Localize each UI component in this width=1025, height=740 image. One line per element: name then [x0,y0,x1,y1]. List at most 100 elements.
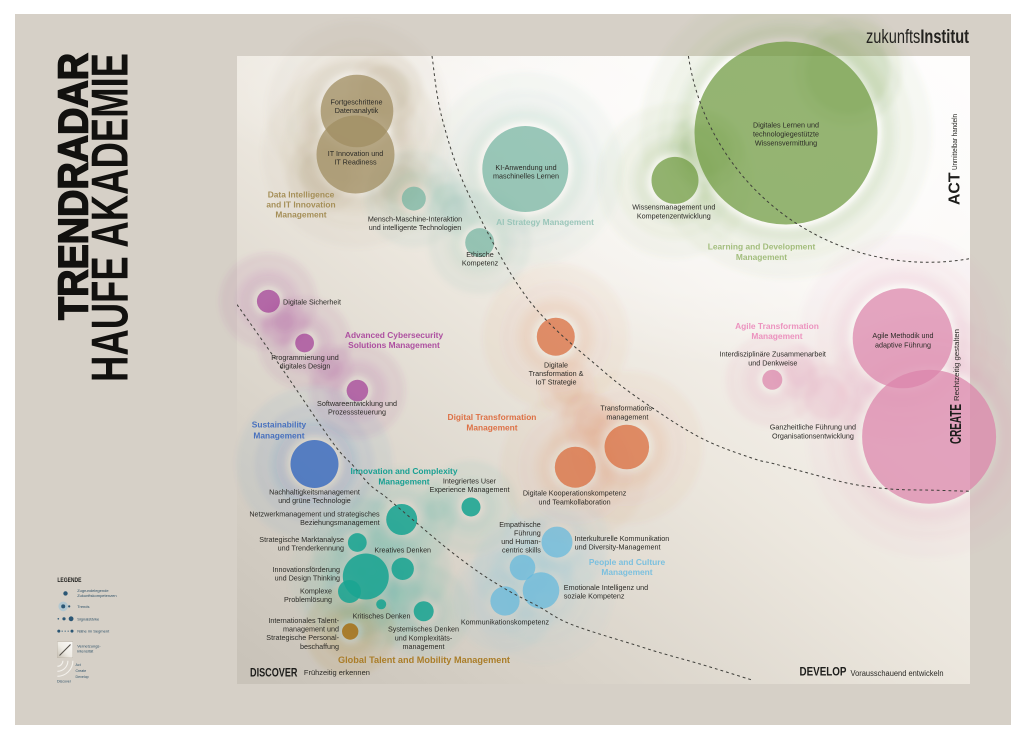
svg-text:und Design Thinking: und Design Thinking [275,574,340,583]
svg-text:und Trenderkennung: und Trenderkennung [278,544,344,553]
svg-text:Strategische Personal-: Strategische Personal- [266,633,339,642]
svg-text:Führung: Führung [514,529,541,538]
svg-text:HAUFE AKADEMIE: HAUFE AKADEMIE [82,53,140,382]
svg-text:Trends: Trends [77,604,89,609]
svg-text:digitales Design: digitales Design [280,362,331,371]
svg-text:TRENDRADAR: TRENDRADAR [49,53,96,320]
svg-text:Management: Management [751,331,802,341]
svg-text:Beziehungsmanagement: Beziehungsmanagement [300,518,380,527]
svg-text:Transformation &: Transformation & [529,369,584,378]
svg-text:Problemlösung: Problemlösung [284,595,332,604]
svg-text:beschaffung: beschaffung [300,642,339,651]
svg-text:Kompetenzentwicklung: Kompetenzentwicklung [637,212,711,221]
svg-text:Global Talent and Mobility Man: Global Talent and Mobility Management [338,655,510,665]
svg-text:Discover: Discover [57,679,72,683]
svg-text:Advanced Cybersecurity: Advanced Cybersecurity [345,330,444,340]
svg-text:Internationales Talent-: Internationales Talent- [268,616,339,625]
svg-text:Komplexe: Komplexe [300,587,332,596]
svg-text:Datenanalytik: Datenanalytik [335,106,379,115]
svg-text:LEGENDE: LEGENDE [57,577,81,584]
svg-text:Management: Management [253,431,304,441]
svg-text:adaptive Führung: adaptive Führung [875,341,931,350]
svg-text:Organisationsentwicklung: Organisationsentwicklung [772,432,854,441]
svg-text:Management: Management [275,210,326,220]
svg-text:Agile Transformation: Agile Transformation [735,321,819,331]
svg-text:technologiegestützte: technologiegestützte [753,130,819,139]
svg-text:and IT Innovation: and IT Innovation [266,200,335,210]
svg-text:Rechtzeitig gestalten: Rechtzeitig gestalten [952,329,961,401]
svg-text:Frühzeitig erkennen: Frühzeitig erkennen [304,668,370,677]
svg-text:Digitale: Digitale [544,361,568,370]
svg-text:Learning and Development: Learning and Development [708,241,816,251]
svg-text:Strategische Marktanalyse: Strategische Marktanalyse [259,535,344,544]
svg-text:und intelligente Technologien: und intelligente Technologien [369,223,462,232]
svg-text:Zugrundelegende: Zugrundelegende [77,588,109,593]
svg-text:DEVELOP: DEVELOP [800,667,847,679]
svg-text:Empathische: Empathische [499,520,541,529]
svg-text:Ganzheitliche Führung und: Ganzheitliche Führung und [770,423,856,432]
svg-text:Programmierung und: Programmierung und [271,353,339,362]
svg-text:intensität: intensität [77,649,94,654]
svg-text:Management: Management [601,567,652,577]
svg-text:Experience Management: Experience Management [430,485,510,494]
svg-text:Vorausschauend entwickeln: Vorausschauend entwickeln [851,669,944,678]
svg-text:management: management [403,642,445,651]
svg-text:IoT Strategie: IoT Strategie [535,378,576,387]
svg-text:management und: management und [283,625,339,634]
svg-text:Signalstärke: Signalstärke [77,616,100,621]
svg-text:Solutions Management: Solutions Management [348,340,440,350]
svg-text:Agile Methodik und: Agile Methodik und [872,331,933,340]
svg-text:Wissensvermittlung: Wissensvermittlung [755,139,817,148]
svg-text:Prozesssteuerung: Prozesssteuerung [328,408,386,417]
svg-text:ACT: ACT [947,172,964,205]
svg-text:Kompetenz: Kompetenz [462,259,499,268]
svg-text:Mensch-Maschine-Interaktion: Mensch-Maschine-Interaktion [368,215,462,224]
svg-text:IT Innovation und: IT Innovation und [328,149,383,158]
svg-text:KI-Anwendung und: KI-Anwendung und [495,163,556,172]
svg-text:Data Intelligence: Data Intelligence [268,190,335,200]
svg-text:Interdisziplinäre Zusammenarbe: Interdisziplinäre Zusammenarbeit [720,350,826,359]
svg-text:zukunftsInstitut: zukunftsInstitut [866,27,970,48]
svg-text:Interkulturelle Kommunikation: Interkulturelle Kommunikation [575,534,670,543]
svg-text:Kritisches Denken: Kritisches Denken [353,612,411,621]
svg-text:Create: Create [76,669,87,673]
svg-text:IT Readiness: IT Readiness [334,158,377,167]
svg-text:Digitale Sicherheit: Digitale Sicherheit [283,298,341,307]
svg-text:Digital Transformation: Digital Transformation [448,412,537,422]
svg-text:People and Culture: People and Culture [589,557,666,567]
svg-text:Management: Management [466,423,517,433]
svg-text:Integriertes User: Integriertes User [443,477,497,486]
svg-text:maschinelles Lernen: maschinelles Lernen [493,172,559,181]
svg-text:Management: Management [736,252,787,262]
svg-text:Nachhaltigkeitsmanagement: Nachhaltigkeitsmanagement [269,488,360,497]
svg-text:Develop: Develop [76,675,89,679]
svg-text:und Komplexitäts-: und Komplexitäts- [395,633,453,642]
svg-text:Zukunftskompetenzen: Zukunftskompetenzen [77,593,116,598]
svg-text:Emotionale Intelligenz und: Emotionale Intelligenz und [564,583,648,592]
svg-text:Kommunikationskompetenz: Kommunikationskompetenz [461,618,550,627]
svg-text:und Human-: und Human- [501,537,541,546]
svg-text:AI Strategy Management: AI Strategy Management [496,217,594,227]
svg-text:Digitale Kooperationskompetenz: Digitale Kooperationskompetenz [523,489,627,498]
svg-text:Fortgeschrittene: Fortgeschrittene [331,97,383,106]
svg-text:Unmittelbar handeln: Unmittelbar handeln [950,114,959,170]
svg-text:Wissensmanagement und: Wissensmanagement und [632,203,715,212]
svg-text:Kreatives Denken: Kreatives Denken [374,546,431,555]
svg-text:soziale Kompetenz: soziale Kompetenz [564,592,625,601]
svg-text:management: management [606,413,648,422]
svg-text:Vernetzungs-: Vernetzungs- [77,644,101,649]
svg-text:Nähe im Segment: Nähe im Segment [77,629,110,634]
svg-text:CREATE: CREATE [948,404,965,444]
svg-text:Netzwerkmanagement und strateg: Netzwerkmanagement und strategisches [249,510,380,519]
svg-text:Act: Act [76,663,81,667]
svg-text:Transformations-: Transformations- [600,404,655,413]
svg-text:Sustainability: Sustainability [252,420,307,430]
svg-text:Systemisches Denken: Systemisches Denken [388,625,459,634]
svg-text:Innovation and Complexity: Innovation and Complexity [350,466,457,476]
svg-text:Softwareentwicklung und: Softwareentwicklung und [317,399,397,408]
svg-text:centric skills: centric skills [502,546,541,555]
svg-text:und grüne Technologie: und grüne Technologie [278,496,351,505]
svg-text:Digitales Lernen und: Digitales Lernen und [753,121,819,130]
svg-text:Ethische: Ethische [466,250,494,259]
svg-text:und Teamkollaboration: und Teamkollaboration [538,498,610,507]
